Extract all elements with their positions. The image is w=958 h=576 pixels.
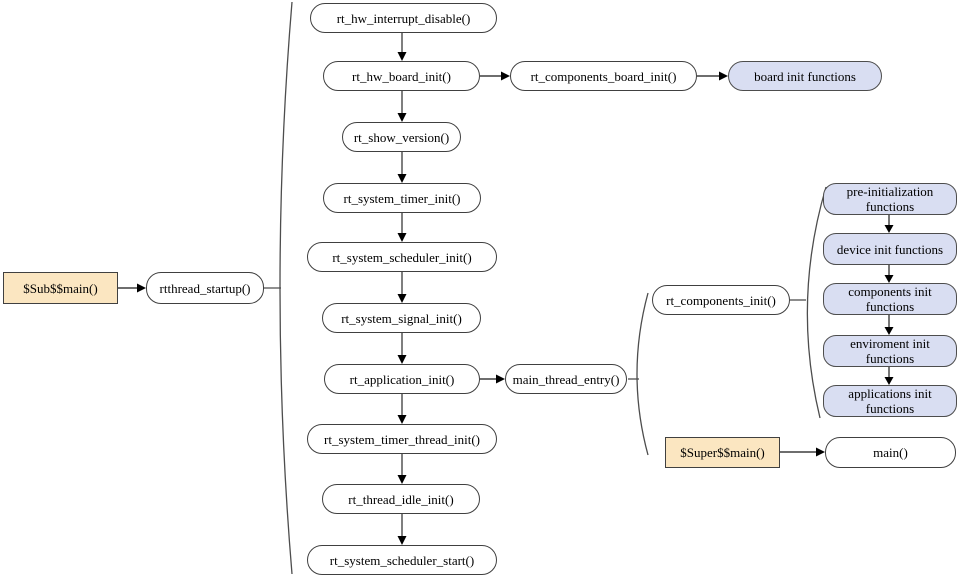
node-applications-init-functions: applications init functions [823, 385, 957, 417]
node-enviroment-init-functions: enviroment init functions [823, 335, 957, 367]
node-super-main: $Super$$main() [665, 437, 780, 468]
node-rtthread-startup: rtthread_startup() [146, 272, 264, 304]
node-rt-show-version: rt_show_version() [342, 122, 461, 152]
node-rt-system-scheduler-init: rt_system_scheduler_init() [307, 242, 497, 272]
node-main: main() [825, 437, 956, 468]
node-rt-hw-interrupt-disable: rt_hw_interrupt_disable() [310, 3, 497, 33]
node-components-init-functions: components init functions [823, 283, 957, 315]
node-board-init-functions: board init functions [728, 61, 882, 91]
node-pre-initialization-functions: pre-initialization functions [823, 183, 957, 215]
node-sub-main: $Sub$$main() [3, 272, 118, 304]
node-main-thread-entry: main_thread_entry() [505, 364, 627, 394]
node-rt-system-signal-init: rt_system_signal_init() [322, 303, 481, 333]
node-rt-hw-board-init: rt_hw_board_init() [323, 61, 480, 91]
node-device-init-functions: device init functions [823, 233, 957, 265]
node-rt-system-timer-thread-init: rt_system_timer_thread_init() [307, 424, 497, 454]
node-rt-components-board-init: rt_components_board_init() [510, 61, 697, 91]
node-rt-system-scheduler-start: rt_system_scheduler_start() [307, 545, 497, 575]
node-rt-thread-idle-init: rt_thread_idle_init() [322, 484, 480, 514]
node-rt-system-timer-init: rt_system_timer_init() [323, 183, 481, 213]
main-thread-group-brace [636, 292, 649, 456]
node-rt-components-init: rt_components_init() [652, 285, 790, 315]
startup-group-brace [279, 1, 293, 575]
node-rt-application-init: rt_application_init() [324, 364, 480, 394]
